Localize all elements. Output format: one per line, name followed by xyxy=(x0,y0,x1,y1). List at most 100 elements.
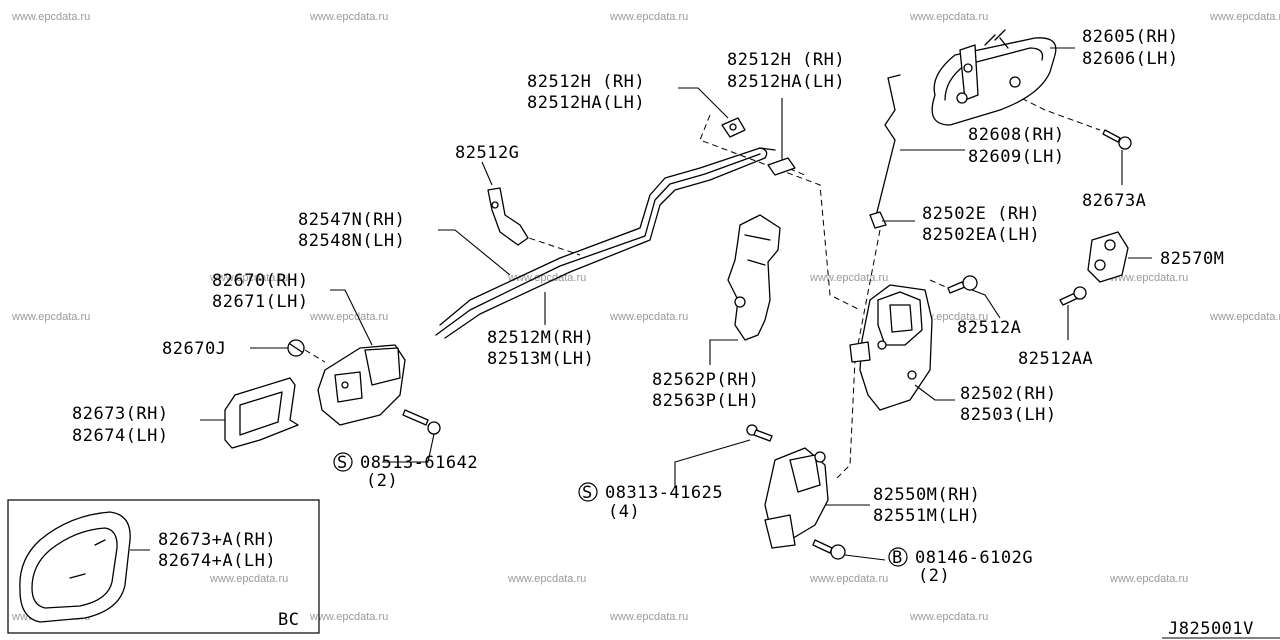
callout-82512a: 82512A xyxy=(957,318,1021,338)
watermark: www.epcdata.ru xyxy=(909,11,988,23)
part-number: 82503(LH) xyxy=(960,405,1057,425)
screw-82673a[interactable] xyxy=(1102,129,1132,150)
callout-08513: S 08513-61642 (2) xyxy=(333,452,478,491)
part-number: 82671(LH) xyxy=(212,292,309,312)
screw-08313[interactable] xyxy=(746,424,773,442)
part-number: 82502(RH) xyxy=(960,384,1057,404)
part-number: 82512A xyxy=(957,318,1021,338)
callout-82670: 82670(RH) 82671(LH) xyxy=(212,271,309,312)
part-number: 82547N(RH) xyxy=(298,210,405,230)
watermark: www.epcdata.ru xyxy=(507,272,586,284)
part-number: 82512AA xyxy=(1018,349,1093,369)
clip-82512h-mid[interactable] xyxy=(767,157,796,176)
inset-label: BC xyxy=(278,610,299,630)
clip-82502e[interactable] xyxy=(869,211,887,229)
watermark: www.epcdata.ru xyxy=(609,611,688,623)
callout-82670j: 82670J xyxy=(162,339,226,359)
part-number: 82512HA(LH) xyxy=(527,93,645,113)
assembly-dashed-lines xyxy=(304,84,1101,481)
watermark: www.epcdata.ru xyxy=(507,573,586,585)
callout-82502e: 82502E (RH) 82502EA(LH) xyxy=(922,204,1040,245)
part-number: 82548N(LH) xyxy=(298,231,405,251)
watermark: www.epcdata.ru xyxy=(1209,311,1280,323)
callout-82512h-left: 82512H (RH) 82512HA(LH) xyxy=(527,72,645,113)
part-number: 82606(LH) xyxy=(1082,49,1179,69)
diagram-code: J825001V xyxy=(1168,619,1254,639)
part-number: 82674(LH) xyxy=(72,426,169,446)
screw-08513[interactable] xyxy=(402,409,441,435)
screw-82512aa[interactable] xyxy=(1059,286,1087,306)
callout-82562p: 82562P(RH) 82563P(LH) xyxy=(652,370,759,411)
callout-08313: S 08313-41625 (4) xyxy=(578,482,723,522)
callout-82512m: 82512M(RH) 82513M(LH) xyxy=(487,328,594,369)
watermark: www.epcdata.ru xyxy=(11,11,90,23)
door-lock-82502[interactable] xyxy=(849,284,933,411)
remote-control-82550m[interactable] xyxy=(764,447,829,549)
part-number: 82674+A(LH) xyxy=(158,551,276,571)
watermark: www.epcdata.ru xyxy=(309,611,388,623)
symbol-b-icon xyxy=(888,547,908,567)
watermark: www.epcdata.ru xyxy=(1109,272,1188,284)
part-number: 82605(RH) xyxy=(1082,27,1179,47)
part-number: 82512M(RH) xyxy=(487,328,594,348)
part-number: 82513M(LH) xyxy=(487,349,594,369)
part-number: 82512H (RH) xyxy=(727,50,845,70)
striker-82570m[interactable] xyxy=(1087,231,1129,283)
callout-82547n: 82547N(RH) 82548N(LH) xyxy=(298,210,405,251)
watermark: www.epcdata.ru xyxy=(209,573,288,585)
watermark: www.epcdata.ru xyxy=(809,272,888,284)
watermark: www.epcdata.ru xyxy=(1209,11,1280,23)
quantity: (4) xyxy=(608,502,640,522)
part-number: 82551M(LH) xyxy=(873,506,980,526)
part-number: 82670(RH) xyxy=(212,271,309,291)
inset-frame xyxy=(7,499,320,634)
watermark: www.epcdata.ru xyxy=(309,11,388,23)
clip-82670j[interactable] xyxy=(287,339,305,357)
watermark: www.epcdata.ru xyxy=(809,573,888,585)
callout-82673: 82673(RH) 82674(LH) xyxy=(72,404,169,446)
screw-82512a[interactable] xyxy=(947,275,978,294)
escutcheon-bc-part[interactable] xyxy=(19,511,131,623)
callout-08146: B 08146-6102G (2) xyxy=(888,547,1033,586)
part-number: 82673+A(RH) xyxy=(158,530,276,550)
cable-rods[interactable] xyxy=(435,147,776,339)
bracket-82562p[interactable] xyxy=(727,214,781,341)
part-number: 08313-41625 xyxy=(605,483,723,503)
part-number: 82512HA(LH) xyxy=(727,72,845,92)
watermark: www.epcdata.ru xyxy=(609,311,688,323)
watermark: www.epcdata.ru xyxy=(309,311,388,323)
bracket-82512g[interactable] xyxy=(487,187,529,246)
callout-82512aa: 82512AA xyxy=(1018,349,1093,369)
part-number: 82670J xyxy=(162,339,226,359)
part-number: 08146-6102G xyxy=(915,548,1033,568)
symbol-s-icon xyxy=(578,482,598,502)
watermark: www.epcdata.ru xyxy=(11,311,90,323)
inside-handle-82670[interactable] xyxy=(317,344,406,426)
part-number: 82609(LH) xyxy=(968,147,1065,167)
part-number: 82502E (RH) xyxy=(922,204,1040,224)
leader-lines xyxy=(130,47,1152,561)
callout-82502: 82502(RH) 82503(LH) xyxy=(960,384,1057,425)
part-number: 82562P(RH) xyxy=(652,370,759,390)
callout-82570m: 82570M xyxy=(1160,249,1224,269)
watermark: www.epcdata.ru xyxy=(1109,573,1188,585)
symbol: B xyxy=(892,548,903,568)
watermark-layer: www.epcdata.ru www.epcdata.ru www.epcdat… xyxy=(11,11,1280,623)
part-number: 82550M(RH) xyxy=(873,485,980,505)
part-number: 82570M xyxy=(1160,249,1224,269)
escutcheon-82673[interactable] xyxy=(224,377,299,449)
bolt-08146[interactable] xyxy=(812,539,846,560)
part-number: 82563P(LH) xyxy=(652,391,759,411)
watermark: www.epcdata.ru xyxy=(209,272,288,284)
part-number: 82673A xyxy=(1082,191,1146,211)
quantity: (2) xyxy=(918,566,950,586)
rod-82608[interactable] xyxy=(874,74,901,221)
part-number: 82512H (RH) xyxy=(527,72,645,92)
outside-handle-part[interactable] xyxy=(931,29,1057,126)
clip-82512h-left[interactable] xyxy=(721,117,746,138)
symbol: S xyxy=(582,483,593,503)
callout-82512h-mid: 82512H (RH) 82512HA(LH) xyxy=(727,50,845,92)
part-number: 82512G xyxy=(455,143,519,163)
